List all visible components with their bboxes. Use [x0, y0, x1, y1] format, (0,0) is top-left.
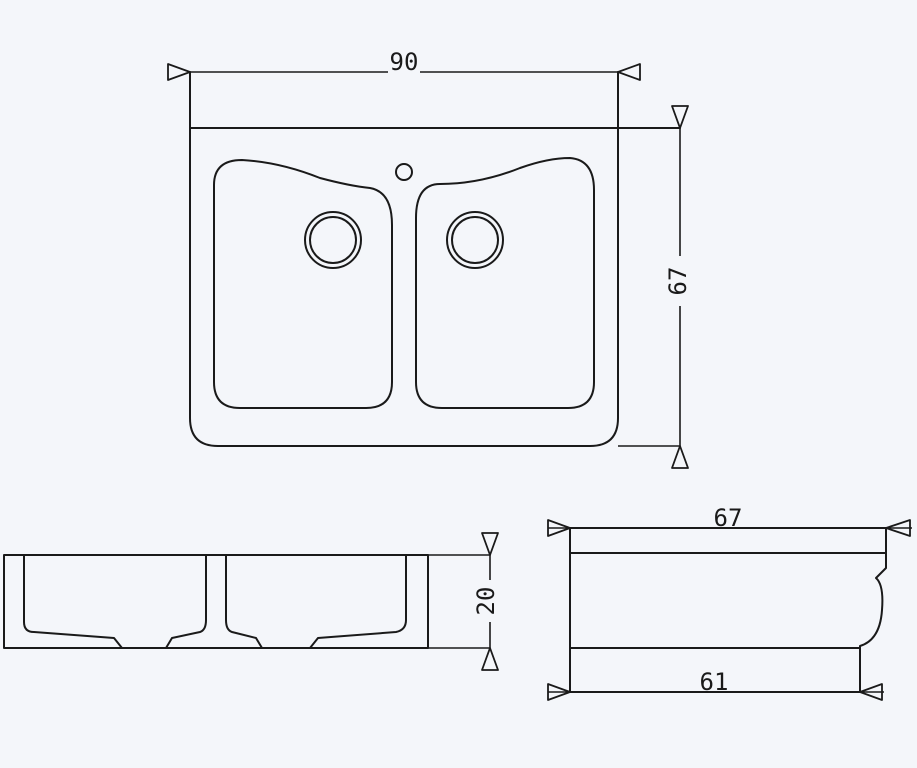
side-bottom-arrow-left [547, 683, 571, 701]
side-top-dimension-label: 67 [714, 504, 743, 532]
side-view: 67 61 [547, 504, 912, 701]
front-left-bowl [23, 554, 123, 649]
side-bottom-arrow-right [859, 683, 883, 701]
front-view: 20 [3, 532, 500, 671]
side-bottom-dimension-label: 61 [700, 668, 729, 696]
left-drain-outer [304, 211, 362, 269]
sink-outline [189, 71, 619, 447]
left-basin [213, 159, 393, 409]
depth-dimension-label: 67 [664, 267, 692, 296]
side-top-arrow-right [885, 519, 911, 537]
right-basin [415, 157, 595, 409]
front-outline [3, 554, 429, 649]
height-arrow-top [481, 532, 499, 556]
top-view: 90 67 [167, 48, 692, 469]
front-center-divider-right [225, 554, 263, 649]
side-top-arrow-left [547, 519, 571, 537]
width-arrow-right [617, 63, 641, 81]
left-drain-inner [309, 216, 357, 264]
depth-arrow-bottom [671, 445, 689, 469]
front-right-bowl [309, 554, 407, 649]
right-drain-outer [446, 211, 504, 269]
faucet-hole [395, 163, 413, 181]
width-dimension-label: 90 [390, 48, 419, 76]
front-center-divider [165, 554, 207, 649]
right-drain-inner [451, 216, 499, 264]
height-dimension-label: 20 [472, 587, 500, 616]
depth-arrow-top [671, 105, 689, 129]
side-profile [569, 527, 887, 693]
height-arrow-bottom [481, 647, 499, 671]
width-arrow-left [167, 63, 191, 81]
